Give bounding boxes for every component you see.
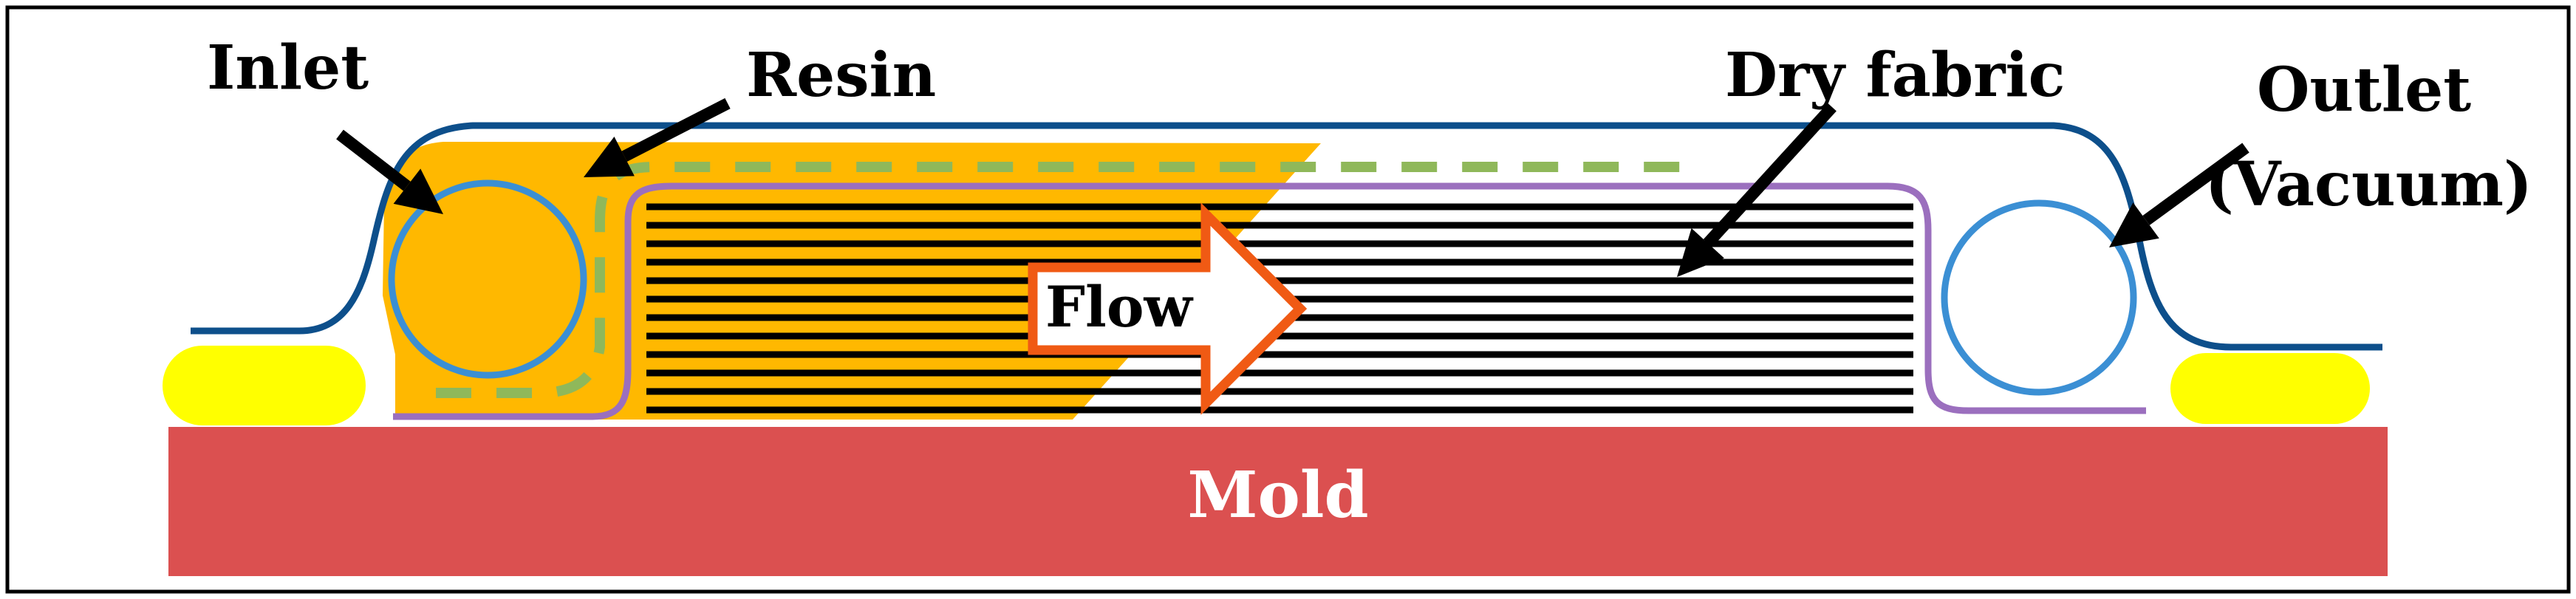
outlet-tube xyxy=(1941,199,2137,396)
dry-fabric-pointer-arrow xyxy=(1677,103,1837,277)
vacuum-label: (Vacuum) xyxy=(2205,149,2532,220)
dry-fabric-label: Dry fabric xyxy=(1725,40,2066,111)
inlet-label: Inlet xyxy=(207,32,369,103)
release-film xyxy=(393,182,2146,420)
resin-label: Resin xyxy=(746,40,936,111)
outlet-pointer-arrow xyxy=(2109,143,2249,247)
inlet-tube xyxy=(388,179,587,379)
sealant-tape-right xyxy=(2170,353,2370,424)
mold-label: Mold xyxy=(1187,458,1368,533)
sealant-tape-left xyxy=(163,346,366,425)
arrow-icon xyxy=(336,97,2249,277)
resin-pointer-arrow xyxy=(584,97,731,177)
flow-arrow-icon xyxy=(1028,202,1308,415)
outlet-label: Outlet xyxy=(2257,55,2471,126)
flow-label: Flow xyxy=(1045,274,1194,340)
mold xyxy=(168,427,2388,576)
vacuum-bag xyxy=(191,122,2382,351)
inlet-pointer-arrow xyxy=(336,129,443,214)
